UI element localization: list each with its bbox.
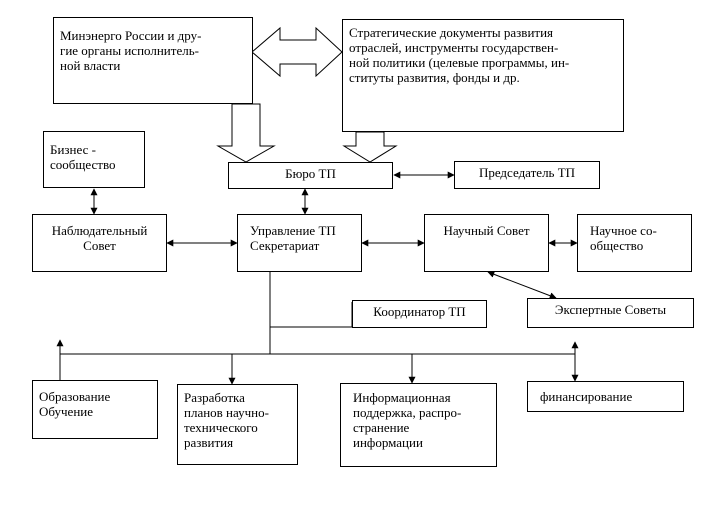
box-management: Управление ТП Секретариат bbox=[237, 214, 362, 272]
box-chairman: Председатель ТП bbox=[454, 161, 600, 189]
box-education: Образование Обучение bbox=[32, 380, 158, 439]
box-scientific-council: Научный Совет bbox=[424, 214, 549, 272]
box-scientific-community: Научное со- общество bbox=[577, 214, 692, 272]
box-info-support: Информационная поддержка, распро- стране… bbox=[340, 383, 497, 467]
box-supervisory-board: Наблюдательный Совет bbox=[32, 214, 167, 272]
box-rd-planning: Разработка планов научно- технического р… bbox=[177, 384, 298, 465]
box-coordinator: Координатор ТП bbox=[352, 300, 487, 328]
docs-bureau-block-arrow bbox=[342, 131, 398, 163]
ministry-docs-double-arrow bbox=[251, 26, 343, 78]
ministry-bureau-block-arrow bbox=[216, 103, 276, 163]
box-business-community: Бизнес - сообщество bbox=[43, 131, 145, 188]
box-financing: финансирование bbox=[527, 381, 684, 412]
council-experts-arrow bbox=[487, 270, 557, 300]
box-expert-councils: Экспертные Советы bbox=[527, 298, 694, 328]
box-bureau: Бюро ТП bbox=[228, 162, 393, 189]
box-ministry: Минэнерго России и дру- гие органы испол… bbox=[53, 17, 253, 104]
box-strategic-docs: Стратегические документы развития отрасл… bbox=[342, 19, 624, 132]
